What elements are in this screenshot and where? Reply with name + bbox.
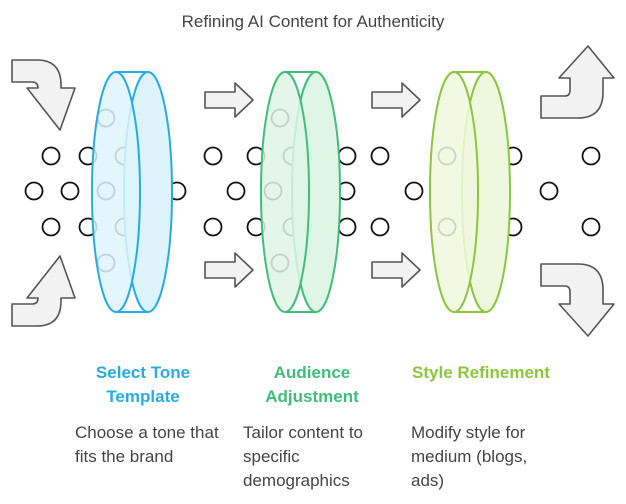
ring-front-edge bbox=[429, 71, 479, 313]
input-arrow-top bbox=[11, 59, 76, 131]
output-arrow-top bbox=[540, 45, 615, 119]
stage-1-description: Choose a tone that fits the brand bbox=[75, 423, 219, 466]
particle-dot-40 bbox=[370, 217, 390, 237]
stage-2-ring bbox=[260, 71, 341, 313]
particle-dot-8 bbox=[60, 181, 80, 201]
particle-dot-29 bbox=[337, 217, 357, 237]
particle-dot-26 bbox=[203, 217, 223, 237]
particle-dot-12 bbox=[41, 217, 61, 237]
particle-dot-37 bbox=[404, 181, 424, 201]
stage-2-description: Tailor content to specific demographics bbox=[243, 423, 364, 490]
particle-dot-46 bbox=[581, 217, 601, 237]
particle-dot-21 bbox=[337, 146, 357, 166]
particle-dot-18 bbox=[203, 146, 223, 166]
particle-dot-22 bbox=[226, 181, 246, 201]
connector-arrow-4 bbox=[371, 252, 421, 288]
filter-rings bbox=[91, 71, 511, 313]
stage-3-ring bbox=[429, 71, 511, 313]
connector-arrow-1 bbox=[204, 82, 254, 118]
ring-front-edge bbox=[91, 71, 141, 313]
particle-dot-39 bbox=[539, 181, 559, 201]
stage-1-ring bbox=[91, 71, 173, 313]
particle-dot-45 bbox=[581, 146, 601, 166]
output-arrows bbox=[540, 45, 615, 337]
stage-2-label: Audience Adjustment bbox=[265, 363, 359, 406]
particle-dot-3 bbox=[41, 146, 61, 166]
output-arrow-bottom bbox=[540, 263, 615, 337]
particle-dot-34 bbox=[370, 146, 390, 166]
input-arrow-bottom bbox=[11, 255, 76, 327]
connector-arrows bbox=[204, 82, 421, 288]
connector-arrow-3 bbox=[371, 82, 421, 118]
stage-1-label: Select Tone Template bbox=[95, 363, 191, 406]
stage-3-description: Modify style for medium (blogs, ads) bbox=[411, 423, 528, 490]
input-arrows bbox=[11, 59, 76, 327]
connector-arrow-2 bbox=[204, 252, 254, 288]
ring-front-edge bbox=[260, 71, 310, 313]
stage-3-label: Style Refinement bbox=[412, 363, 550, 382]
diagram-title: Refining AI Content for Authenticity bbox=[181, 12, 445, 31]
particle-dot-7 bbox=[24, 181, 44, 201]
